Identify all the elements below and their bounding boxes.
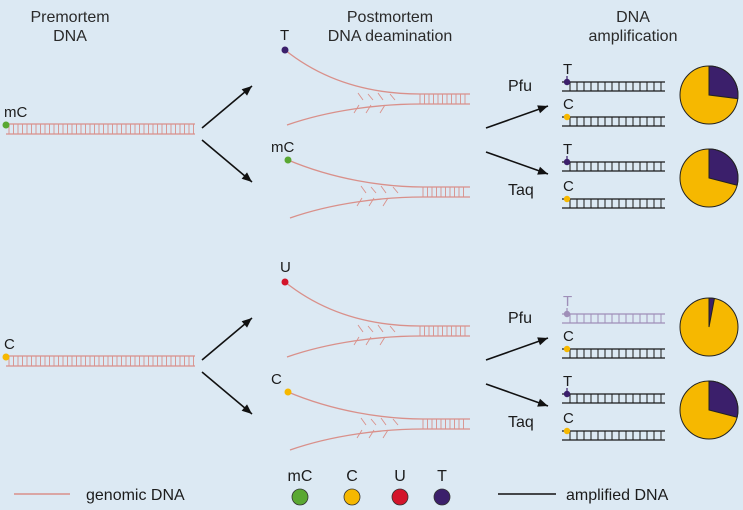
top-amplified-label-2-b: C xyxy=(563,178,574,195)
top-arrow-up xyxy=(201,85,253,129)
top-amplified-label-1-a: T xyxy=(563,61,572,78)
top-arrow-down xyxy=(201,139,253,183)
top-amplified-dot-1-a xyxy=(563,78,571,86)
amplification-header: DNA amplification xyxy=(568,8,698,46)
top-frayed-dna-1 xyxy=(284,49,470,126)
bottom-deaminated-dot-2 xyxy=(284,388,292,396)
bottom-deaminated-label-2: C xyxy=(271,371,282,388)
top-amplified-dot-2-b xyxy=(563,195,571,203)
bottom-pie-1 xyxy=(679,297,739,357)
top-deaminated-dot-1 xyxy=(281,46,289,54)
top-amplified-label-1-b: C xyxy=(563,96,574,113)
legend-genomic-label: genomic DNA xyxy=(86,487,185,504)
premortem-header-line1: Premortem xyxy=(30,9,110,26)
bottom-deaminated-dot-1 xyxy=(281,278,289,286)
bottom-amplified-dot-1-b xyxy=(563,345,571,353)
bottom-amplified-dot-2-b xyxy=(563,427,571,435)
bottom-amplified-label-1-a: T xyxy=(563,293,572,310)
bottom-amplified-label-2-a: T xyxy=(563,373,572,390)
legend-amplified-label: amplified DNA xyxy=(566,487,669,504)
amplification-header-line2: amplification xyxy=(588,28,678,45)
top-premortem-dna xyxy=(6,123,195,135)
bottom-frayed-dna-1 xyxy=(284,281,470,358)
postmortem-header: Postmortem DNA deamination xyxy=(300,8,480,46)
top-pie-2 xyxy=(679,148,739,208)
top-frayed-dna-2 xyxy=(287,159,470,219)
top-amplified-dot-1-b xyxy=(563,113,571,121)
bottom-pie-2 xyxy=(679,380,739,440)
top-amplified-dot-2-a xyxy=(563,158,571,166)
top-arrow-taq xyxy=(485,151,549,175)
legend-base-label-mC: mC xyxy=(288,468,313,485)
legend-base-dot-C xyxy=(343,488,361,506)
top-amplified-label-2-a: T xyxy=(563,141,572,158)
legend-base-dot-T xyxy=(433,488,451,506)
top-premortem-base-label: mC xyxy=(4,104,27,121)
bottom-amplified-label-2-b: C xyxy=(563,410,574,427)
legend-base-dot-U xyxy=(391,488,409,506)
top-amplified-dna-1-a xyxy=(562,81,665,92)
top-amplified-dna-1-b xyxy=(562,116,665,127)
bottom-arrow-down xyxy=(201,371,253,415)
bottom-amplified-dna-1-a xyxy=(562,313,665,324)
postmortem-header-line1: Postmortem xyxy=(346,9,434,26)
top-deaminated-dot-2 xyxy=(284,156,292,164)
bottom-arrow-taq xyxy=(485,383,549,407)
bottom-amplified-dna-2-a xyxy=(562,393,665,404)
bottom-amplified-dna-1-b xyxy=(562,348,665,359)
postmortem-header-line2: DNA deamination xyxy=(327,28,453,45)
bottom-polymerase-label-2: Taq xyxy=(508,414,534,431)
bottom-amplified-dna-2-b xyxy=(562,430,665,441)
bottom-amplified-dot-2-a xyxy=(563,390,571,398)
legend-base-label-C: C xyxy=(346,468,358,485)
bottom-premortem-base-dot xyxy=(2,353,10,361)
top-pie-1 xyxy=(679,65,739,125)
top-deaminated-label-2: mC xyxy=(271,139,294,156)
top-amplified-dna-2-a xyxy=(562,161,665,172)
premortem-header-line2: DNA xyxy=(53,28,87,45)
bottom-premortem-dna xyxy=(6,355,195,367)
top-amplified-dna-2-b xyxy=(562,198,665,209)
bottom-premortem-base-label: C xyxy=(4,336,15,353)
legend-base-label-U: U xyxy=(394,468,406,485)
bottom-deaminated-label-1: U xyxy=(280,259,291,276)
top-deaminated-label-1: T xyxy=(280,27,289,44)
legend-base-label-T: T xyxy=(437,468,447,485)
bottom-arrow-up xyxy=(201,317,253,361)
premortem-header: Premortem DNA xyxy=(20,8,120,46)
bottom-amplified-dot-1-a xyxy=(563,310,571,318)
bottom-amplified-label-1-b: C xyxy=(563,328,574,345)
bottom-frayed-dna-2 xyxy=(287,391,470,451)
top-polymerase-label-2: Taq xyxy=(508,182,534,199)
legend-base-dot-mC xyxy=(291,488,309,506)
top-arrow-pfu xyxy=(485,105,549,129)
top-premortem-base-dot xyxy=(2,121,10,129)
top-polymerase-label-1: Pfu xyxy=(508,78,532,95)
bottom-arrow-pfu xyxy=(485,337,549,361)
amplification-header-line1: DNA xyxy=(616,9,650,26)
bottom-polymerase-label-1: Pfu xyxy=(508,310,532,327)
